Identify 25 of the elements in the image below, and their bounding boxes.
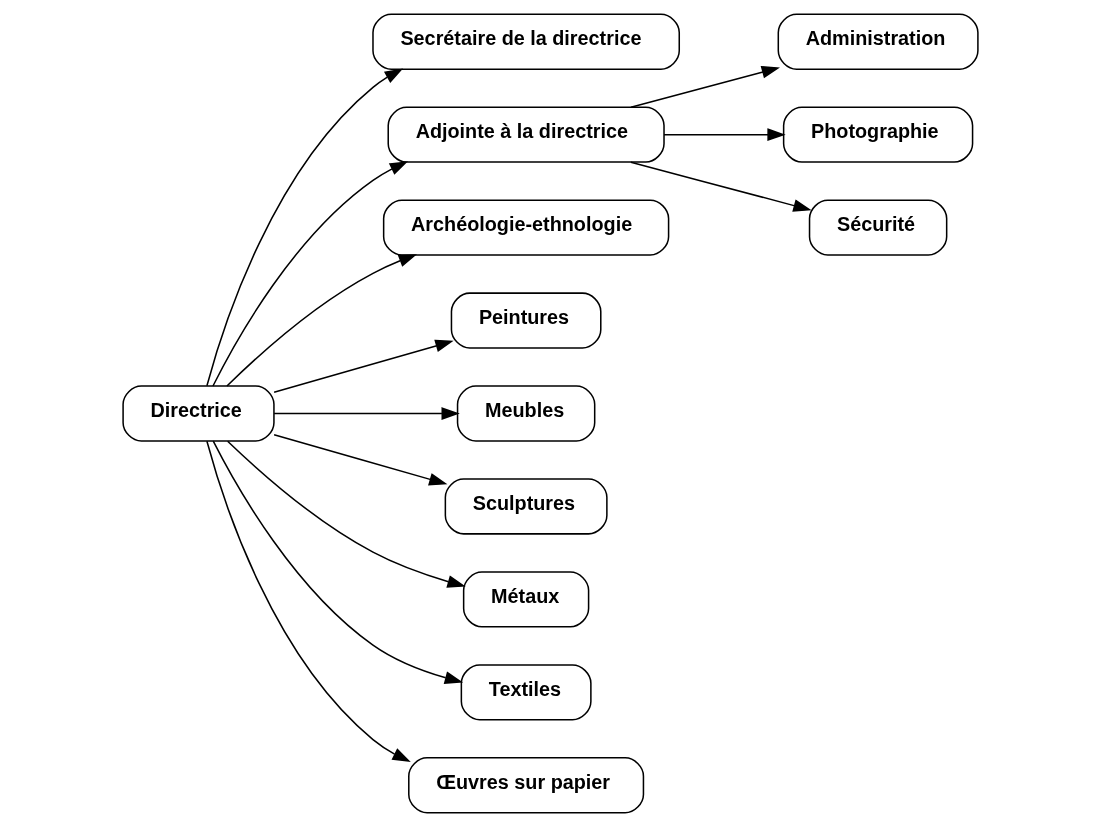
node-box: Directrice	[121, 385, 275, 442]
node-box: Photographie	[782, 106, 973, 163]
arrow	[629, 65, 780, 108]
arrow	[662, 128, 786, 142]
arrow	[211, 161, 408, 387]
arrow	[212, 440, 463, 684]
arrow	[272, 433, 447, 486]
node-box: Archéologie-ethnologie	[382, 199, 669, 256]
node-box: Administration	[777, 13, 979, 70]
node-box: Adjointe à la directrice	[386, 106, 665, 163]
node-box: Textiles	[460, 664, 592, 721]
arrow	[272, 339, 454, 394]
arrow	[205, 68, 403, 387]
node-box: Meubles	[456, 385, 595, 442]
arrow	[629, 161, 812, 212]
arrow	[226, 440, 466, 588]
arrow	[272, 407, 460, 420]
arrow	[225, 254, 417, 387]
node-box: Secrétaire de la directrice	[371, 13, 680, 70]
node-box: Sculptures	[444, 478, 608, 535]
node-box: Métaux	[462, 571, 589, 628]
arrow	[205, 440, 411, 763]
node-box: Œuvres sur papier	[407, 757, 644, 814]
node-box: Sécurité	[808, 199, 947, 256]
node-box: Peintures	[450, 292, 602, 349]
